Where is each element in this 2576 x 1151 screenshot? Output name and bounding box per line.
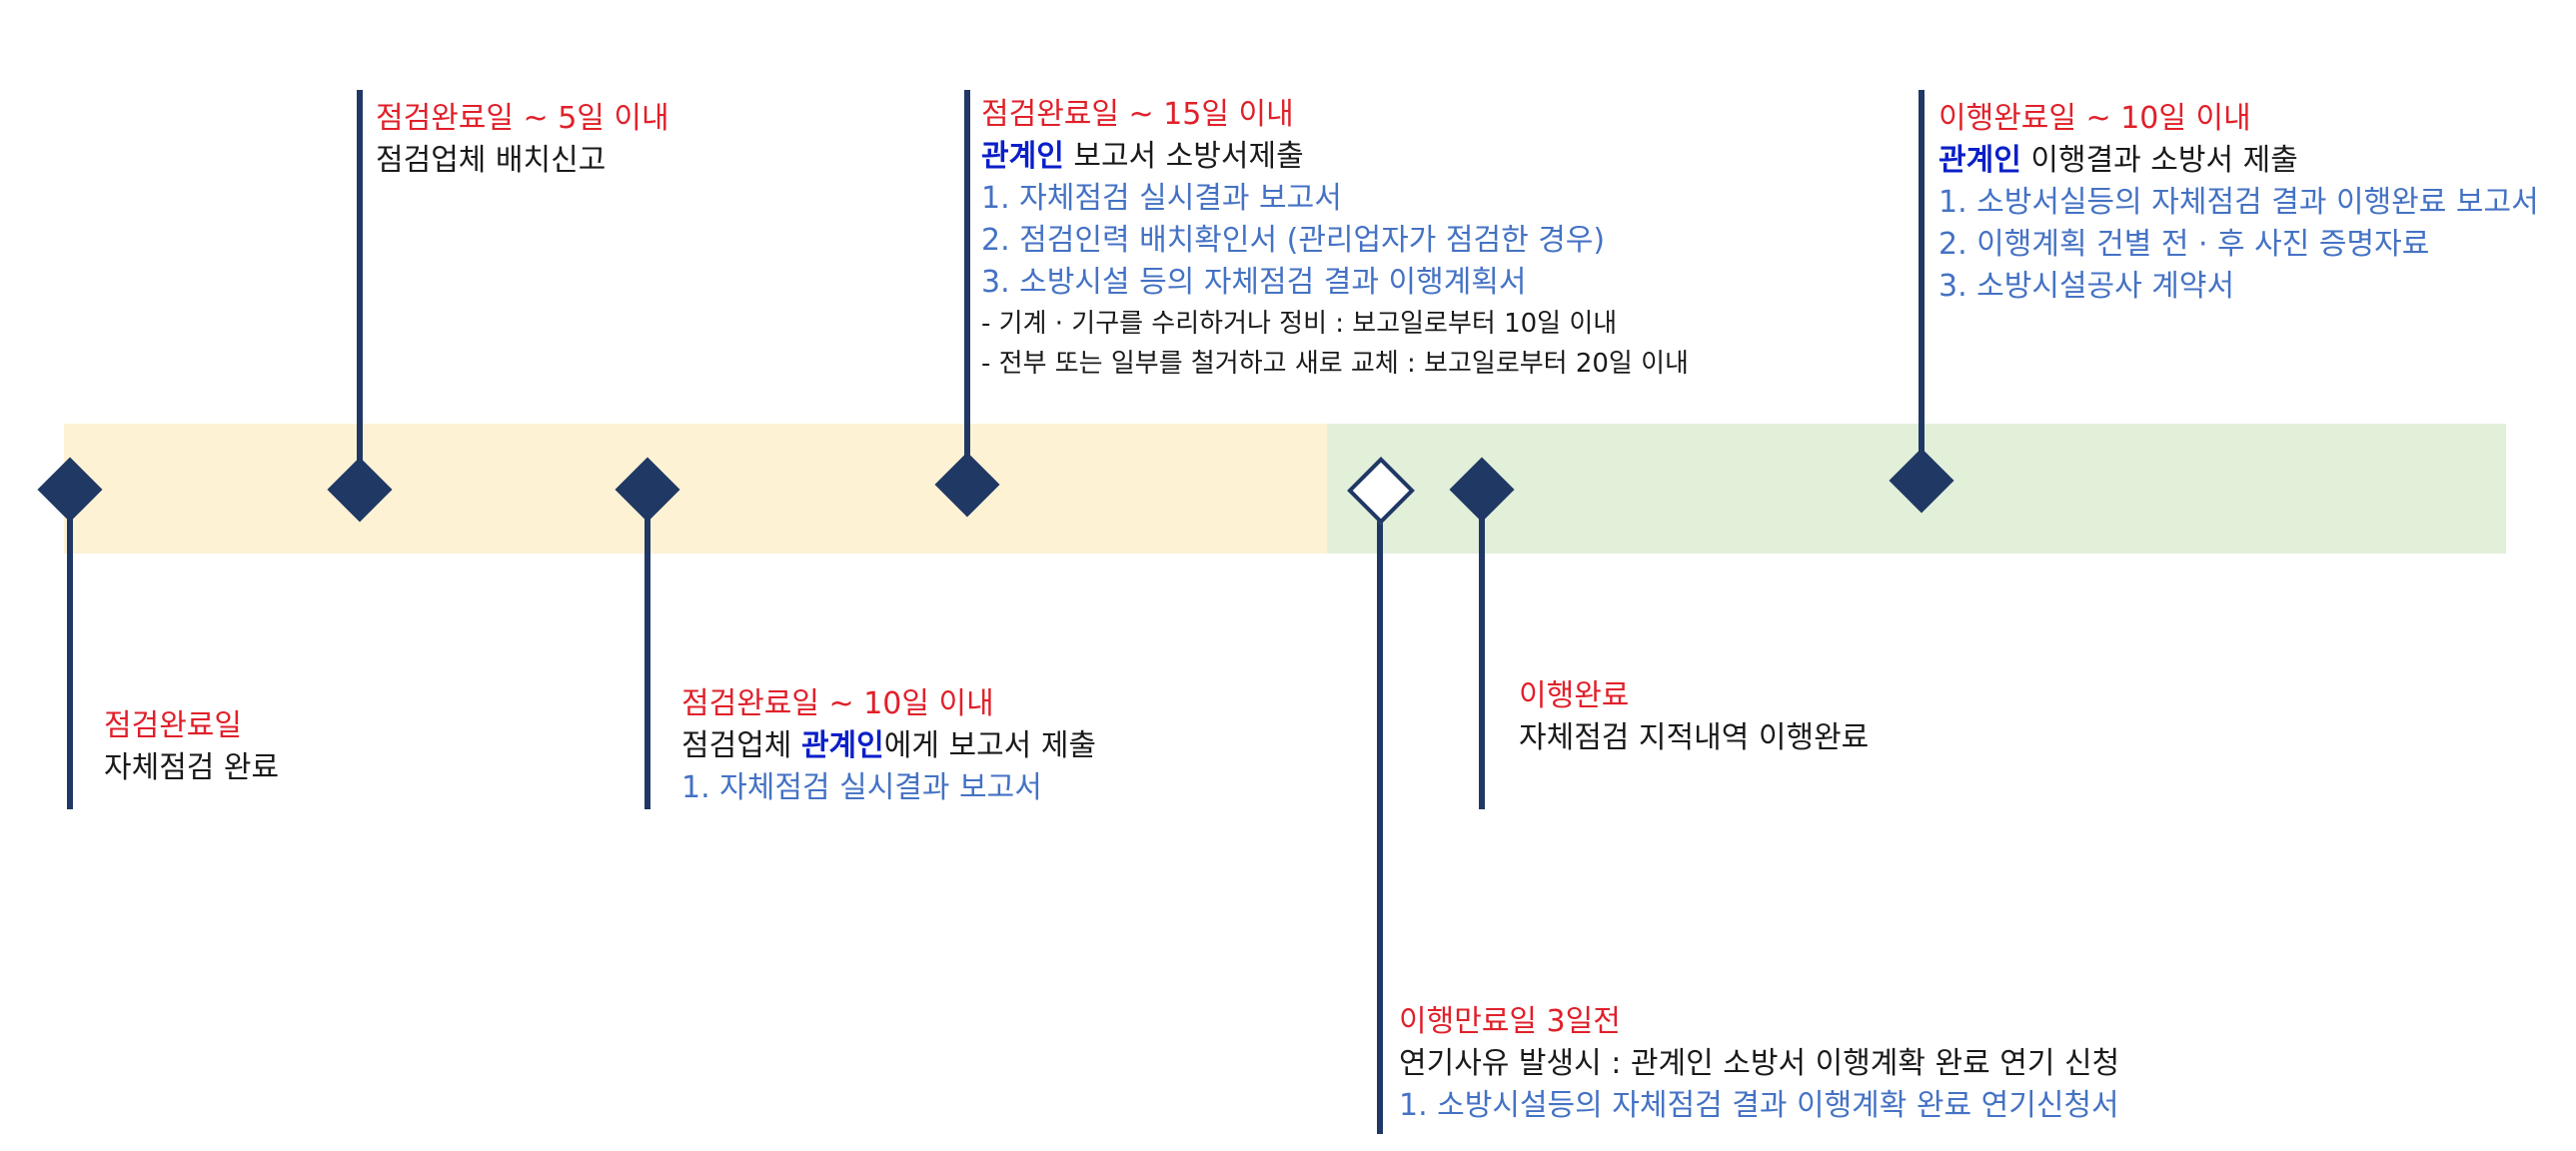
milestone-4-note-2: - 전부 또는 일부를 철거하고 새로 교체 : 보고일로부터 20일 이내 <box>981 349 1689 379</box>
milestone-note-6: 이행완료 자체점검 지적내역 이행완료 <box>1519 675 1869 759</box>
milestone-7-doc-2: 2. 이행계획 건별 전 · 후 사진 증명자료 <box>1938 227 2430 262</box>
milestone-4-doc-2: 2. 점검인력 배치확인서 (관리업자가 점검한 경우) <box>981 223 1606 258</box>
milestone-3-desc-prefix: 점검업체 <box>681 728 801 763</box>
connector-line-3 <box>644 490 650 809</box>
milestone-5-desc: 연기사유 발생시 : 관계인 소방서 이행계확 완료 연기 신청 <box>1399 1046 2120 1081</box>
connector-line-1 <box>67 490 73 809</box>
connector-line-2 <box>357 90 363 490</box>
milestone-2-deadline: 점검완료일 ~ 5일 이내 <box>376 101 669 136</box>
milestone-3-deadline: 점검완료일 ~ 10일 이내 <box>681 686 994 721</box>
milestone-7-desc: 관계인 이행결과 소방서 제출 <box>1938 140 2539 182</box>
milestone-4-desc: 관계인 보고서 소방서제출 <box>981 136 1689 178</box>
milestone-note-5: 이행만료일 3일전 연기사유 발생시 : 관계인 소방서 이행계확 완료 연기 … <box>1399 1001 2119 1127</box>
milestone-note-2: 점검완료일 ~ 5일 이내 점검업체 배치신고 <box>376 98 669 182</box>
connector-line-4 <box>964 90 970 490</box>
milestone-4-desc-highlight: 관계인 <box>981 139 1064 174</box>
milestone-7-doc-1: 1. 소방서실등의 자체점검 결과 이행완료 보고서 <box>1938 185 2539 220</box>
milestone-5-doc-1: 1. 소방시설등의 자체점검 결과 이행계확 완료 연기신청서 <box>1399 1088 2119 1123</box>
milestone-3-desc-suffix: 에게 보고서 제출 <box>883 728 1097 763</box>
milestone-note-1: 점검완료일 자체점검 완료 <box>104 705 279 789</box>
milestone-4-note-1: - 기계 · 기구를 수리하거나 정비 : 보고일로부터 10일 이내 <box>981 309 1618 339</box>
milestone-7-deadline: 이행완료일 ~ 10일 이내 <box>1938 101 2251 136</box>
milestone-7-desc-highlight: 관계인 <box>1938 143 2021 178</box>
milestone-4-deadline: 점검완료일 ~ 15일 이내 <box>981 97 1294 132</box>
milestone-1-desc: 자체점검 완료 <box>104 750 280 785</box>
milestone-7-doc-3: 3. 소방시설공사 계약서 <box>1938 269 2235 304</box>
milestone-3-desc: 점검업체 관계인에게 보고서 제출 <box>681 725 1096 767</box>
milestone-7-desc-suffix: 이행결과 소방서 제출 <box>2020 143 2298 178</box>
milestone-note-3: 점검완료일 ~ 10일 이내 점검업체 관계인에게 보고서 제출 1. 자체점검… <box>681 683 1096 809</box>
timeline-band-inspection <box>64 424 1489 554</box>
milestone-1-deadline: 점검완료일 <box>104 708 242 743</box>
milestone-4-desc-suffix: 보고서 소방서제출 <box>1063 139 1304 174</box>
connector-line-7 <box>1919 90 1925 485</box>
milestone-note-7: 이행완료일 ~ 10일 이내 관계인 이행결과 소방서 제출 1. 소방서실등의… <box>1938 98 2539 308</box>
milestone-2-desc: 점검업체 배치신고 <box>376 143 607 178</box>
milestone-5-deadline: 이행만료일 3일전 <box>1399 1004 1621 1039</box>
connector-line-6 <box>1479 490 1485 809</box>
milestone-4-doc-1: 1. 자체점검 실시결과 보고서 <box>981 181 1342 216</box>
connector-line-5 <box>1377 490 1383 1134</box>
milestone-3-doc-1: 1. 자체점검 실시결과 보고서 <box>681 770 1042 805</box>
milestone-6-deadline: 이행완료 <box>1519 678 1630 713</box>
milestone-note-4: 점검완료일 ~ 15일 이내 관계인 보고서 소방서제출 1. 자체점검 실시결… <box>981 94 1689 384</box>
milestone-4-doc-3: 3. 소방시설 등의 자체점검 결과 이행계획서 <box>981 265 1527 300</box>
milestone-3-desc-highlight: 관계인 <box>800 728 884 763</box>
milestone-6-desc: 자체점검 지적내역 이행완료 <box>1519 720 1870 755</box>
